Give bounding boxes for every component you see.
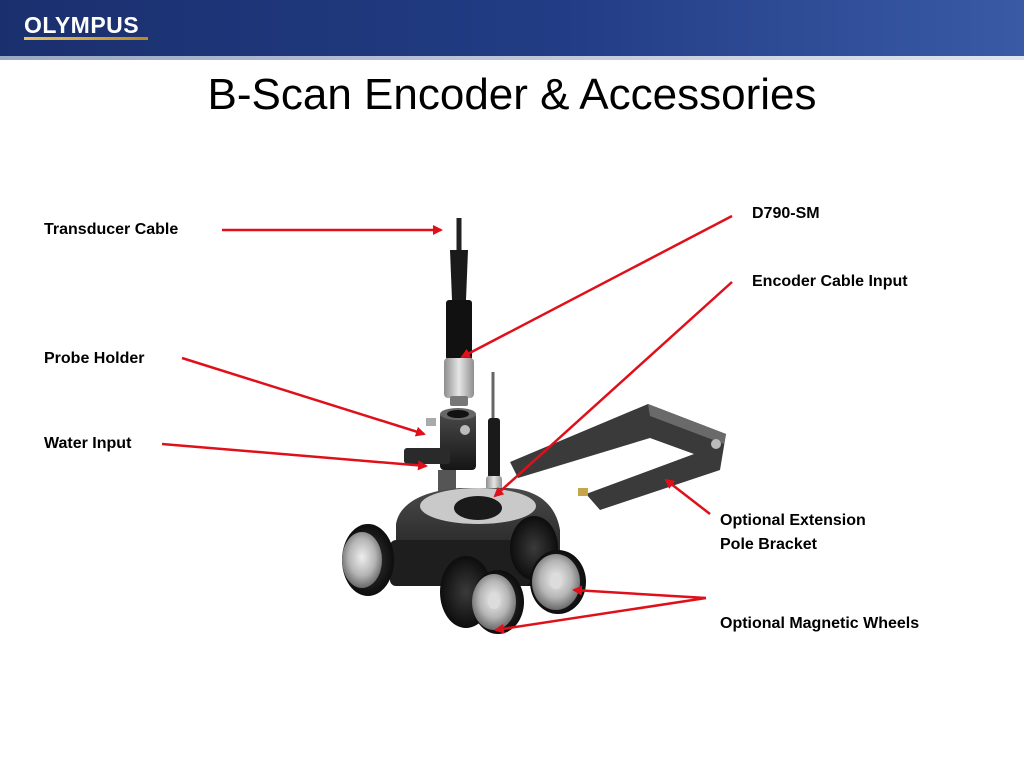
arrow-d790 (460, 214, 733, 359)
label-extension-line2: Pole Bracket (720, 536, 817, 553)
header-divider (0, 56, 1024, 60)
wheel-rear-left (342, 524, 394, 596)
arrow-wheel-left (494, 596, 707, 634)
transducer-cable-illustration (444, 218, 474, 406)
label-water-input: Water Input (44, 435, 132, 452)
label-extension-line1: Optional Extension (720, 512, 866, 529)
extension-pole-bracket-illustration (510, 404, 726, 510)
label-transducer-cable: Transducer Cable (44, 221, 179, 238)
label-d790-sm: D790-SM (752, 205, 820, 222)
arrow-extension-bracket (664, 478, 711, 515)
arrow-probe-holder (181, 356, 426, 437)
wheel-front-right (530, 550, 586, 614)
olympus-logo: OLYMPUS (24, 12, 140, 38)
probe-holder-illustration (404, 408, 476, 494)
logo-underline (24, 37, 148, 40)
callout-arrows (161, 214, 733, 634)
arrow-encoder-cable-input (493, 281, 733, 498)
encoder-cable-illustration (486, 372, 502, 492)
wheel-front-left (440, 556, 524, 634)
slide-title: B-Scan Encoder & Accessories (207, 70, 817, 119)
arrow-wheel-right (572, 585, 707, 600)
slide-header-bar (0, 0, 1024, 56)
arrow-water-input (161, 442, 428, 471)
label-probe-holder: Probe Holder (44, 350, 145, 367)
label-magnetic-wheels: Optional Magnetic Wheels (720, 615, 920, 632)
label-encoder-cable-input: Encoder Cable Input (752, 273, 908, 290)
